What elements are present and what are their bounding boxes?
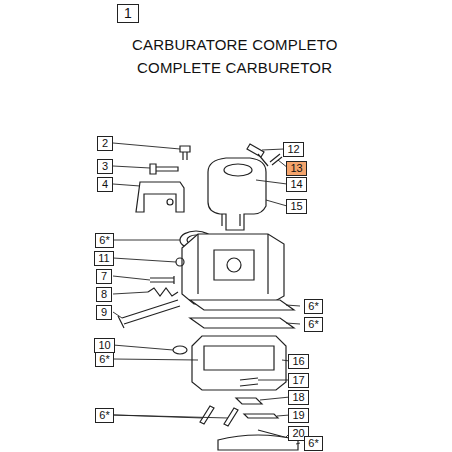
callout-number: 11 bbox=[98, 252, 109, 264]
subtitle: COMPLETE CARBURETOR bbox=[137, 59, 332, 76]
callout-number: 6* bbox=[99, 409, 109, 421]
callout-box: 12 bbox=[283, 142, 304, 157]
callout-box: 6* bbox=[95, 352, 114, 367]
sheet-number-box: 1 bbox=[117, 4, 139, 23]
callout-number: 1 bbox=[124, 5, 132, 21]
callout-number: 12 bbox=[287, 143, 299, 155]
callout-number: 6* bbox=[99, 234, 109, 246]
callout-box: 15 bbox=[286, 199, 307, 214]
callout-box: 18 bbox=[288, 390, 309, 405]
title-block: CARBURATORE COMPLETO bbox=[132, 36, 338, 54]
subtitle-block: COMPLETE CARBURETOR bbox=[137, 59, 332, 77]
callout-number: 4 bbox=[102, 178, 108, 190]
callout-box: 6* bbox=[95, 233, 114, 248]
callout-number: 17 bbox=[292, 374, 304, 386]
callout-box: 4 bbox=[97, 177, 113, 192]
callout-number: 13 bbox=[290, 162, 302, 174]
callout-box: 16 bbox=[288, 354, 309, 369]
callout-box: 6* bbox=[304, 436, 323, 451]
callout-box: 14 bbox=[286, 177, 307, 192]
callout-box: 19 bbox=[288, 408, 309, 423]
callout-number: 3 bbox=[102, 160, 108, 172]
callout-box: 6* bbox=[95, 408, 114, 423]
callout-number: 19 bbox=[292, 409, 304, 421]
callout-number: 14 bbox=[290, 178, 302, 190]
callout-box: 17 bbox=[288, 373, 309, 388]
callout-number: 8 bbox=[101, 288, 107, 300]
callout-number: 15 bbox=[290, 200, 302, 212]
callout-number: 6* bbox=[308, 437, 318, 449]
callout-box: 10 bbox=[94, 338, 115, 353]
callout-box: 6* bbox=[304, 317, 323, 332]
callout-number: 6* bbox=[308, 318, 318, 330]
callout-box: 11 bbox=[94, 251, 114, 266]
callout-box: 9 bbox=[96, 305, 112, 320]
callout-number: 7 bbox=[101, 270, 107, 282]
callout-box: 3 bbox=[97, 159, 113, 174]
callout-number: 6* bbox=[308, 300, 318, 312]
callout-box: 6* bbox=[304, 299, 323, 314]
callout-box: 7 bbox=[96, 269, 112, 284]
callout-number: 18 bbox=[292, 391, 304, 403]
callout-box: 13 bbox=[286, 161, 307, 176]
callout-box: 2 bbox=[97, 136, 113, 151]
callout-number: 16 bbox=[292, 355, 304, 367]
title: CARBURATORE COMPLETO bbox=[132, 36, 338, 53]
callout-number: 10 bbox=[98, 339, 110, 351]
callout-box: 8 bbox=[96, 287, 112, 302]
callout-number: 2 bbox=[102, 137, 108, 149]
callout-number: 20 bbox=[292, 427, 304, 439]
callout-number: 9 bbox=[101, 306, 107, 318]
callout-number: 6* bbox=[99, 353, 109, 365]
